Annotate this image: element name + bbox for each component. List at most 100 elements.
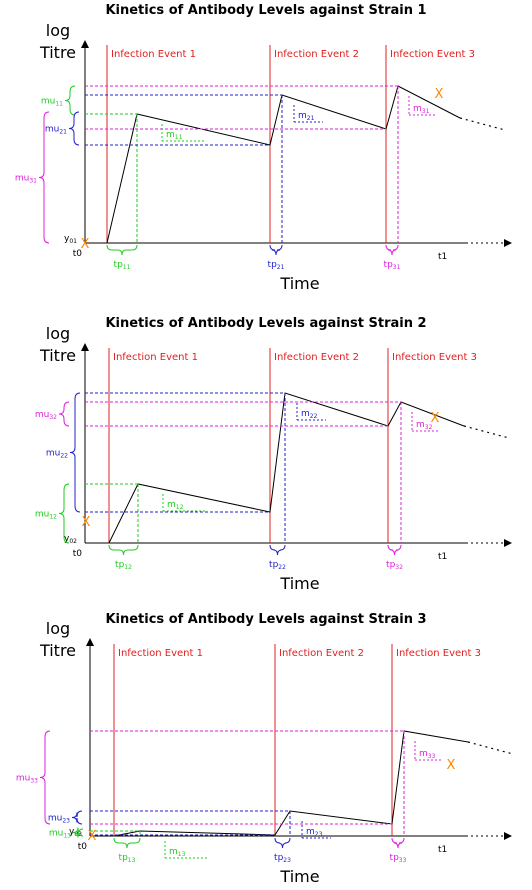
tp-brace <box>274 837 291 849</box>
mu-label-mu13-base: mu <box>49 829 63 839</box>
infection-event-label: Infection Event 2 <box>274 49 359 60</box>
slope-label-m31-sub: 31 <box>422 108 430 115</box>
mu-brace <box>68 111 80 146</box>
x-axis-label: Time <box>279 867 319 886</box>
t1-label: t1 <box>438 552 447 562</box>
y0-label-base: y <box>64 234 70 244</box>
slope-label-m33: m33 <box>419 749 436 760</box>
slope-label-m22-sub: 22 <box>310 413 318 420</box>
slope-label-m32-base: m <box>416 420 425 430</box>
panel-title: Kinetics of Antibody Levels against Stra… <box>105 3 426 18</box>
tp-label-tp13-sub: 13 <box>128 857 136 864</box>
slope-label-m11-base: m <box>166 130 175 140</box>
x-marker: X <box>447 758 456 773</box>
y0-label: y01 <box>64 234 77 245</box>
panel-title: Kinetics of Antibody Levels against Stra… <box>105 612 426 627</box>
mu-label-mu33-base: mu <box>16 774 30 784</box>
mu-label-mu23-base: mu <box>48 814 62 824</box>
panel-title: Kinetics of Antibody Levels against Stra… <box>105 316 426 331</box>
mu-label-mu11-base: mu <box>41 97 55 107</box>
tp-label-tp21-sub: 21 <box>277 264 285 271</box>
mu-label-mu13: mu13 <box>49 829 71 840</box>
infection-event-label: Infection Event 1 <box>111 49 196 60</box>
slope-label-m12: m12 <box>167 500 184 511</box>
tp-brace <box>269 544 286 556</box>
mu-brace <box>38 111 50 244</box>
slope-label-m21-base: m <box>298 111 307 121</box>
slope-label-m11-sub: 11 <box>175 134 183 141</box>
slope-label-m31: m31 <box>413 104 430 115</box>
mu-brace <box>39 730 51 825</box>
y0-label-base: y <box>64 534 70 544</box>
y-axis-label-line1: log <box>46 619 70 638</box>
mu-label-mu21-sub: 21 <box>59 129 67 136</box>
mu-brace <box>71 810 83 825</box>
mu-label-mu13-sub: 13 <box>63 833 71 840</box>
x-marker: X <box>88 829 97 844</box>
x-marker: X <box>435 87 444 102</box>
curve-continuation <box>463 425 510 439</box>
tp-label-tp31-base: tp <box>384 260 394 270</box>
mu-label-mu32-sub: 32 <box>49 414 57 421</box>
y0-label-sub: 02 <box>69 538 77 545</box>
y-axis-arrowhead <box>81 343 89 351</box>
y-axis-label-line2: Titre <box>39 346 76 365</box>
mu-label-mu21: mu21 <box>45 125 67 136</box>
tp-label-tp12-sub: 12 <box>124 564 132 571</box>
tp-label-tp33-base: tp <box>390 853 400 863</box>
x-axis-label: Time <box>279 274 319 293</box>
tp-label-tp33-sub: 33 <box>399 857 407 864</box>
slope-label-m22-base: m <box>301 409 310 419</box>
infection-event-label: Infection Event 2 <box>274 352 359 363</box>
antibody-curve <box>106 85 461 244</box>
slope-label-m12-base: m <box>167 500 176 510</box>
tp-label-tp32-base: tp <box>386 560 396 570</box>
t0-label: t0 <box>73 549 83 559</box>
y-axis-arrowhead <box>81 40 89 48</box>
t0-label: t0 <box>73 249 83 259</box>
y0-label: y02 <box>64 534 77 545</box>
slope-label-m11: m11 <box>166 130 183 141</box>
tp-brace <box>108 544 139 556</box>
panel-2: Kinetics of Antibody Levels against Stra… <box>35 316 512 593</box>
y-axis-label-line1: log <box>46 21 70 40</box>
tp-label-tp31-sub: 31 <box>393 264 401 271</box>
slope-label-m32: m32 <box>416 420 433 431</box>
mu-label-mu22-sub: 22 <box>60 453 68 460</box>
t0-label: t0 <box>78 842 88 852</box>
tp-label-tp12: tp12 <box>115 560 132 571</box>
x-marker: X <box>81 237 90 252</box>
y0-label-sub: 01 <box>69 238 77 245</box>
slope-label-m23: m23 <box>306 827 323 838</box>
infection-event-label: Infection Event 2 <box>279 648 364 659</box>
tp-brace <box>106 244 138 256</box>
y-axis-label-line1: log <box>46 324 70 343</box>
infection-event-label: Infection Event 1 <box>113 352 198 363</box>
mu-brace <box>72 827 84 838</box>
y-axis-label-line2: Titre <box>39 43 76 62</box>
x-marker: X <box>82 515 91 530</box>
slope-label-m33-base: m <box>419 749 428 759</box>
x-axis-label: Time <box>279 574 319 593</box>
infection-event-label: Infection Event 3 <box>390 49 475 60</box>
curve-continuation <box>459 117 506 131</box>
tp-label-tp32-sub: 32 <box>395 564 403 571</box>
panel-1: Kinetics of Antibody Levels against Stra… <box>15 3 512 293</box>
x-axis-arrowhead <box>504 539 512 547</box>
mu-label-mu23: mu23 <box>48 814 70 825</box>
mu-label-mu31-base: mu <box>15 174 29 184</box>
tp-label-tp23: tp23 <box>274 853 291 864</box>
mu-label-mu11-sub: 11 <box>55 101 63 108</box>
tp-label-tp11: tp11 <box>114 260 131 271</box>
y-axis-arrowhead <box>86 638 94 646</box>
slope-label-m22: m22 <box>301 409 318 420</box>
tp-label-tp21-base: tp <box>268 260 278 270</box>
antibody-curve <box>108 392 465 544</box>
slope-label-m13: m13 <box>169 847 186 858</box>
slope-label-m23-sub: 23 <box>315 831 323 838</box>
slope-label-m13-base: m <box>169 847 178 857</box>
mu-brace <box>58 483 70 544</box>
tp-label-tp32: tp32 <box>386 560 403 571</box>
mu-label-mu32: mu32 <box>35 410 57 421</box>
